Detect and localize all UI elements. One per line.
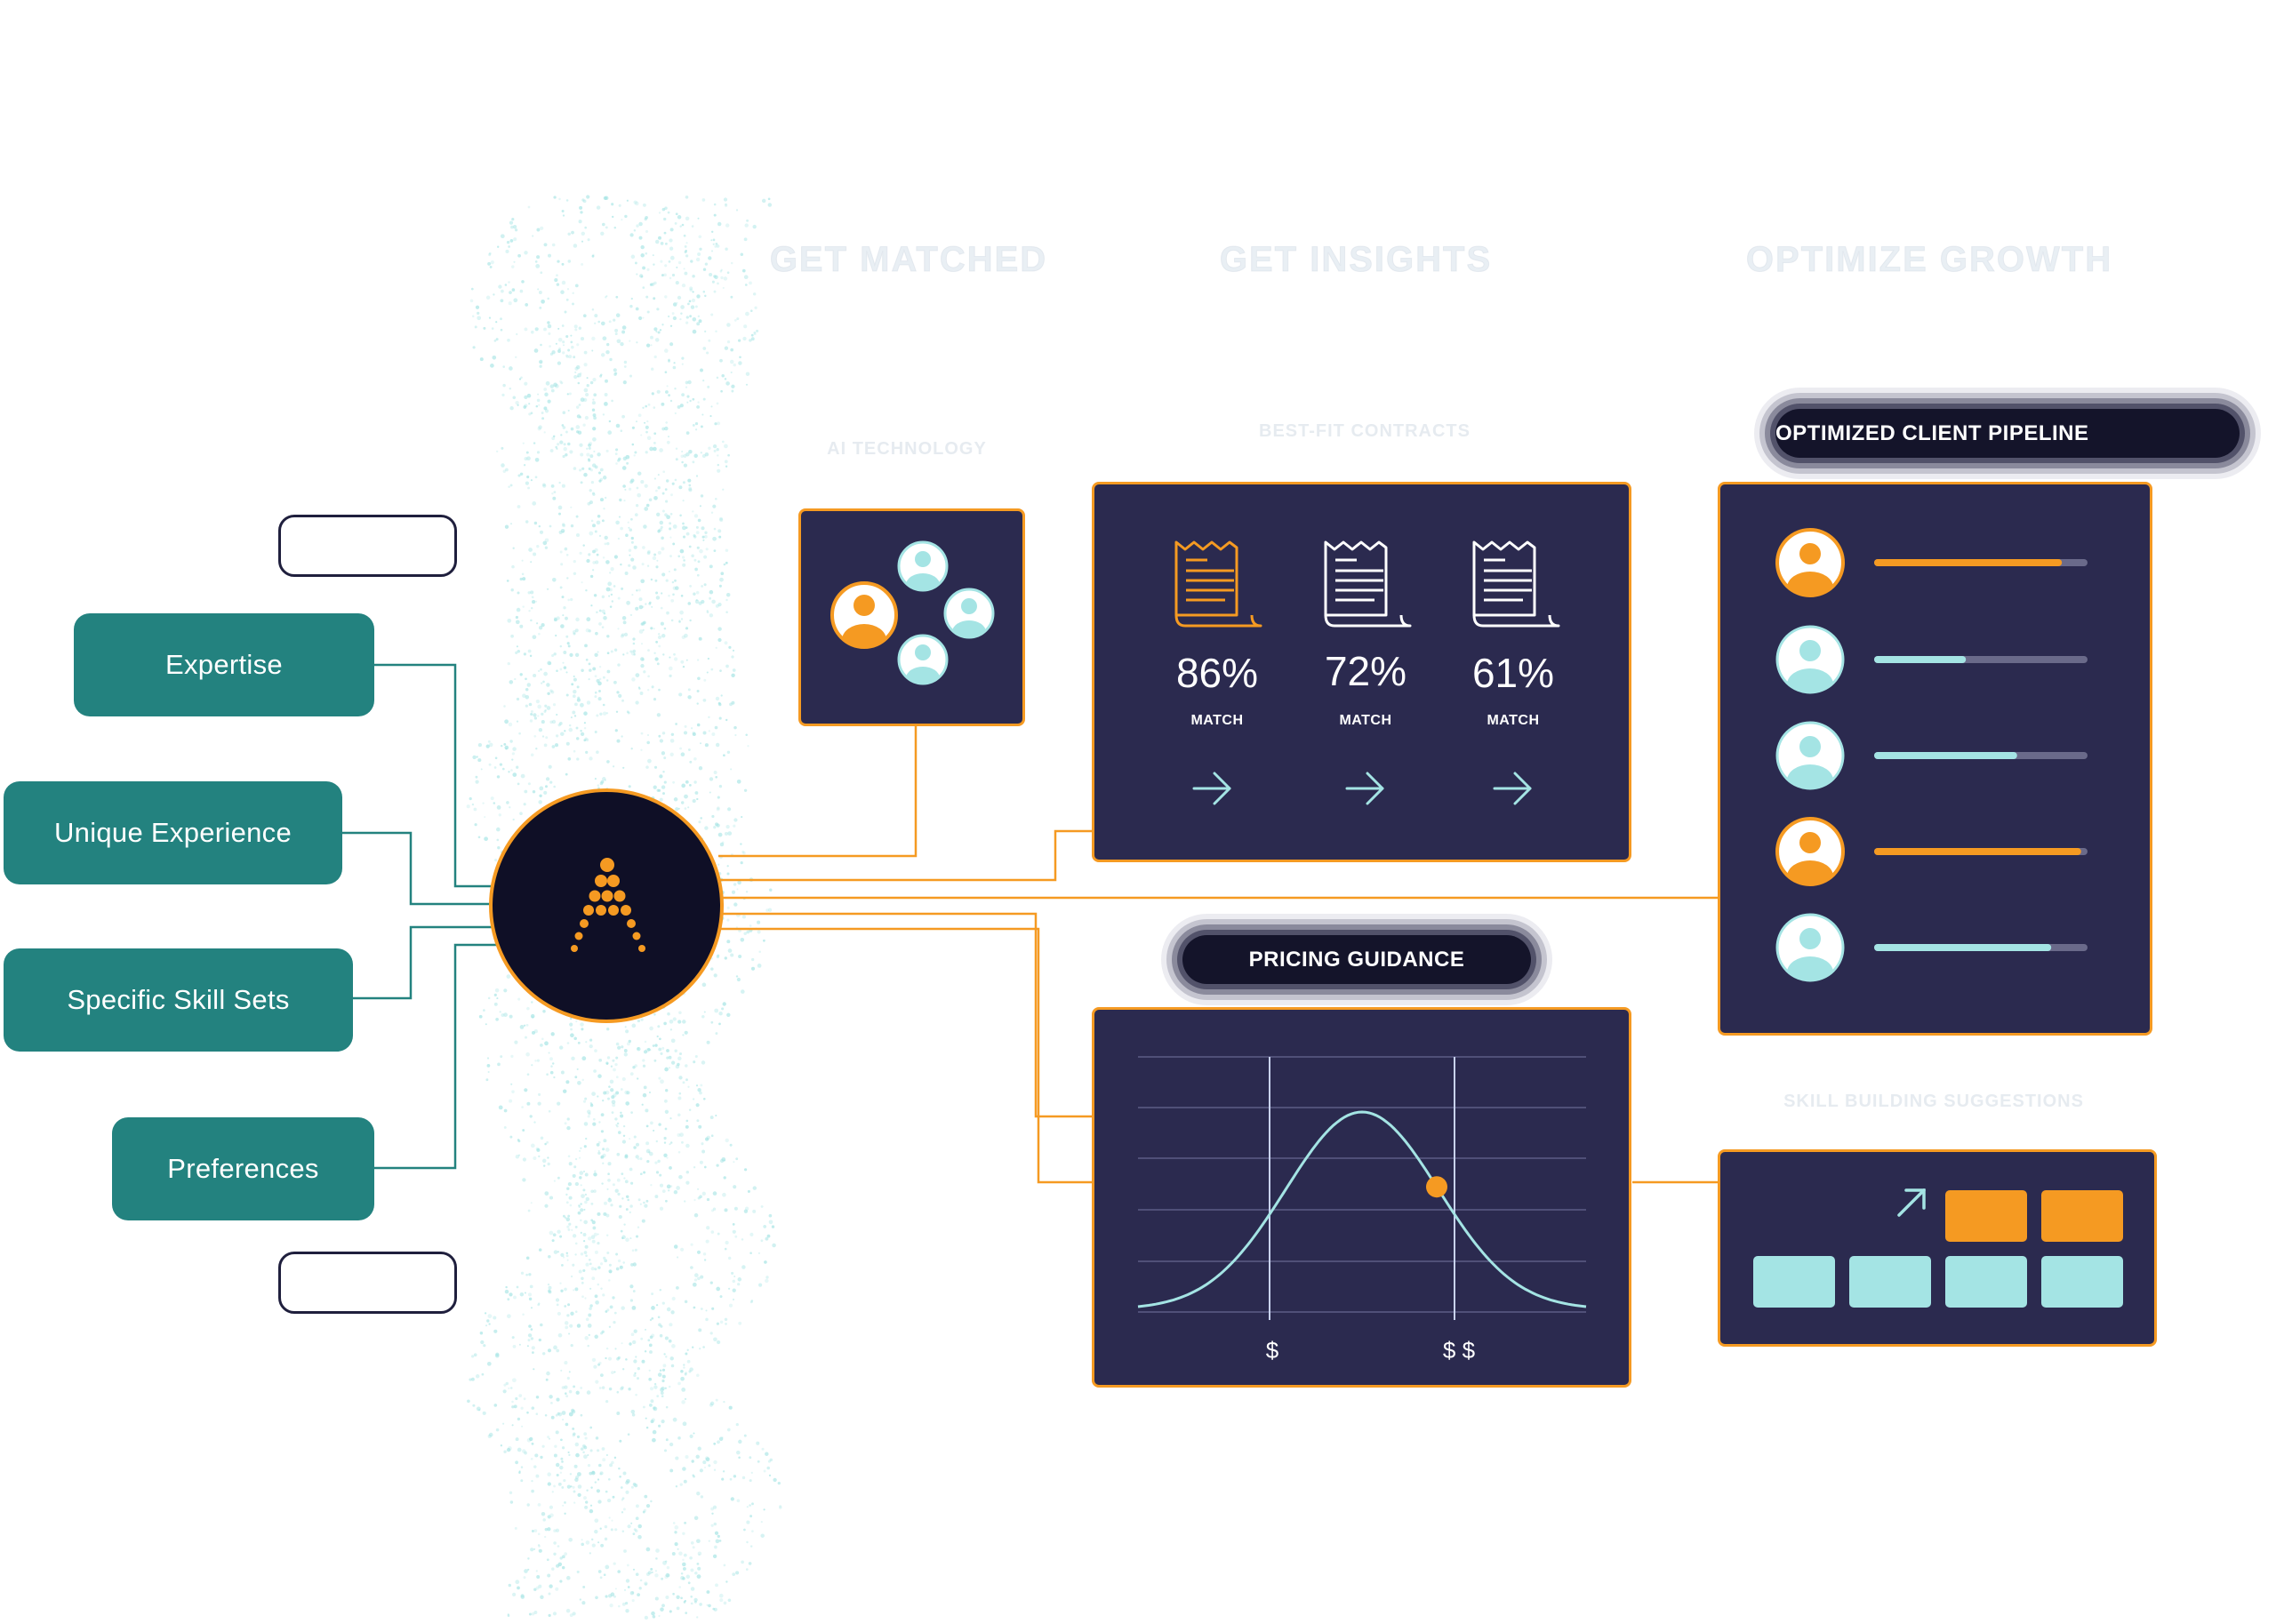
connector-expertise <box>374 663 498 888</box>
header-get-insights: GET INSIGHTS <box>1219 240 1493 280</box>
output-connectors <box>718 726 1718 1184</box>
connector-best-fit <box>720 829 1092 882</box>
chart-gridlines <box>1138 1056 1586 1313</box>
connector-ai-technology <box>718 726 918 858</box>
pricing-axis-label-low: $ <box>1265 1337 1279 1364</box>
user-avatar-icon <box>1775 913 1845 982</box>
label-ai-technology: AI TECHNOLOGY <box>827 439 987 459</box>
pipeline-row <box>1775 528 2088 597</box>
best-fit-contracts-panel: 86% 72% 61% MATCH MATCH MATCH <box>1092 482 1631 862</box>
contract-1-percent: 86% <box>1175 650 1259 696</box>
label-best-fit-contracts: BEST-FIT CONTRACTS <box>1259 421 1471 441</box>
receipt-document-icon <box>1472 540 1560 628</box>
user-network-icons <box>830 540 995 685</box>
user-avatar-icon <box>1775 817 1845 886</box>
contract-2-label: MATCH <box>1339 713 1392 728</box>
user-avatar-icon <box>830 581 898 649</box>
contract-icons <box>1174 540 1560 805</box>
contract-2-percent: 72% <box>1324 648 1407 694</box>
price-distribution-curve <box>1137 1056 1587 1320</box>
header-optimize-growth: OPTIMIZE GROWTH <box>1745 240 2113 280</box>
skill-block-teal <box>1849 1256 1931 1308</box>
connector-preferences <box>374 943 498 1170</box>
user-avatar-icon <box>1775 528 1845 597</box>
input-expertise: Expertise <box>74 613 374 716</box>
input-specific-skill-sets: Specific Skill Sets <box>4 948 353 1052</box>
empty-input-slot-bottom <box>278 1252 457 1314</box>
user-avatar-icon <box>897 634 949 685</box>
empty-input-slot-top <box>278 515 457 577</box>
progress-fill <box>1874 848 2081 855</box>
contract-1-label: MATCH <box>1190 713 1244 728</box>
arrow-right-icon <box>1345 772 1384 805</box>
arrow-right-icon <box>1192 772 1231 805</box>
skill-block-teal <box>1945 1256 2027 1308</box>
pipeline-row <box>1775 625 2088 694</box>
skill-blocks <box>1753 1188 2123 1308</box>
receipt-document-icon <box>1324 540 1412 628</box>
ai-technology-panel <box>798 508 1025 726</box>
arrow-right-icon <box>1493 772 1532 805</box>
pricing-axis-label-high: $ $ <box>1442 1337 1476 1364</box>
arrow-up-right-icon <box>1897 1188 1926 1217</box>
skill-block-orange <box>1945 1190 2027 1242</box>
dot-triangle-logo-icon <box>571 858 645 952</box>
label-skill-building-suggestions: SKILL BUILDING SUGGESTIONS <box>1783 1092 2084 1111</box>
connector-pricing-b <box>718 927 1092 1184</box>
particle-wave-decoration <box>466 195 782 1620</box>
progress-fill <box>1874 944 2052 951</box>
bell-curve <box>1137 1110 1587 1308</box>
contract-3-percent: 61% <box>1471 650 1555 696</box>
header-get-matched: GET MATCHED <box>769 240 1048 280</box>
progress-fill <box>1874 559 2063 566</box>
progress-fill <box>1874 752 2017 759</box>
contract-3-label: MATCH <box>1487 713 1540 728</box>
skill-building-panel <box>1718 1149 2157 1347</box>
pipeline-rows <box>1775 528 2088 982</box>
ai-hub <box>489 788 724 1023</box>
skill-block-orange <box>2041 1190 2123 1242</box>
connector-skill-sets <box>353 925 498 1000</box>
optimized-client-pipeline-title: OPTIMIZED CLIENT PIPELINE <box>1775 409 2240 458</box>
pipeline-row <box>1775 817 2088 886</box>
pipeline-row <box>1775 721 2088 790</box>
price-point-marker <box>1426 1176 1447 1198</box>
connector-pricing-a <box>720 912 1092 1118</box>
user-avatar-icon <box>897 540 949 592</box>
progress-fill <box>1874 656 1967 663</box>
user-avatar-icon <box>1775 721 1845 790</box>
input-unique-experience: Unique Experience <box>4 781 342 884</box>
skill-block-teal <box>2041 1256 2123 1308</box>
connector-unique-experience <box>342 831 498 906</box>
input-connectors <box>342 663 498 1170</box>
receipt-document-icon <box>1174 540 1262 628</box>
pricing-guidance-panel: $ $ $ <box>1092 1007 1631 1388</box>
input-preferences: Preferences <box>112 1117 374 1220</box>
user-avatar-icon <box>943 588 995 639</box>
pricing-guidance-title: PRICING GUIDANCE <box>1182 935 1531 984</box>
pipeline-row <box>1775 913 2088 982</box>
client-pipeline-panel <box>1718 482 2152 1036</box>
skill-block-teal <box>1753 1256 1835 1308</box>
user-avatar-icon <box>1775 625 1845 694</box>
